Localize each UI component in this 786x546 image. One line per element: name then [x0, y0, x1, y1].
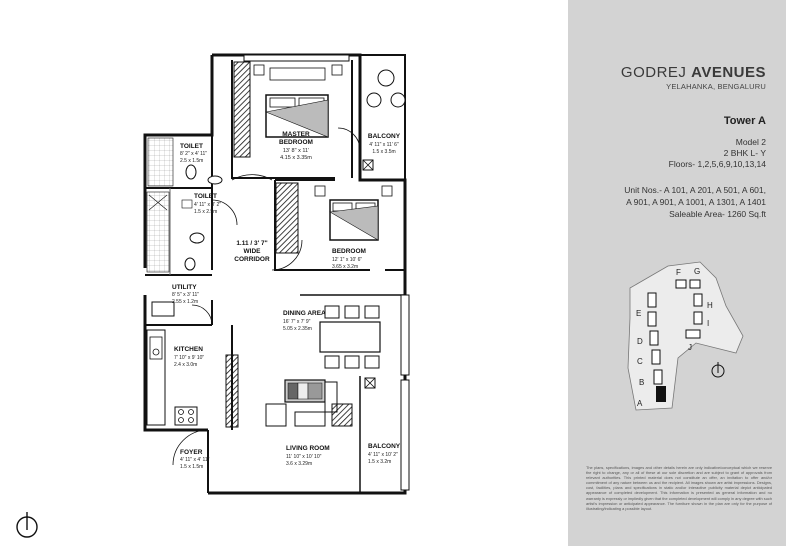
model-text: Model 2 — [735, 137, 766, 147]
toilet-2-dim-ft: 4' 11" x 8' 2" — [194, 202, 221, 208]
toilet-2-label: TOILET — [194, 193, 217, 200]
room-balcony-bottom: BALCONY 4' 11" x 10' 2" 1.5 x 3.2m — [368, 443, 401, 465]
master-bedroom-label: MASTER — [282, 131, 310, 138]
brand-logo: GODREJ AVENUES — [621, 64, 766, 81]
keyplan-north-icon — [711, 362, 725, 378]
wardrobes — [225, 61, 299, 428]
master-bedroom-dim-m: 4.15 x 3.35m — [280, 155, 312, 161]
room-toilet-1: TOILET 8' 2" x 4' 11" 2.5 x 1.5m — [180, 143, 207, 164]
corridor-label: CORRIDOR — [234, 256, 270, 263]
balcony-top-label: BALCONY — [368, 133, 401, 140]
north-arrow-icon — [16, 512, 38, 538]
room-toilet-2: TOILET 4' 11" x 8' 2" 1.5 x 2.5m — [194, 193, 221, 215]
foyer-dim-m: 1.5 x 1.5m — [180, 464, 203, 470]
tower-a-highlight — [656, 386, 666, 402]
toilet-fixtures — [146, 137, 223, 273]
toilet-1-dim-m: 2.5 x 1.5m — [180, 158, 203, 164]
balcony-bottom-dim-ft: 4' 11" x 10' 2" — [368, 452, 398, 458]
balcony-top-dim-ft: 4' 11" x 11' 6" — [369, 142, 399, 148]
room-bedroom: BEDROOM 12' 1" x 10' 6" 3.65 x 3.2m — [332, 248, 366, 270]
utility-dim-ft: 8' 5" x 3' 11" — [172, 292, 199, 298]
master-bed — [253, 64, 343, 138]
living-sofa — [265, 379, 353, 427]
room-master-bedroom: MASTER BEDROOM 13' 8" x 11' 4.15 x 3.35m — [279, 131, 313, 161]
foyer-dim-ft: 4' 11" x 4' 11" — [180, 457, 210, 463]
toilet-1-dim-ft: 8' 2" x 4' 11" — [180, 151, 207, 157]
bedroom-dim-m: 3.65 x 3.2m — [332, 264, 358, 270]
room-utility: UTILITY 8' 5" x 3' 11" 2.55 x 1.2m — [172, 284, 199, 305]
saleable-area: Saleable Area- 1260 Sq.ft — [669, 209, 766, 219]
walls — [143, 53, 410, 495]
living-dim-ft: 11' 10" x 10' 10" — [286, 454, 322, 460]
bhk-text: 2 BHK L- Y — [723, 148, 766, 158]
brand-name-light: GODREJ — [620, 64, 687, 81]
balcony-bottom-dim-m: 1.5 x 3.2m — [368, 459, 391, 465]
key-plan: A B C D E F G H I J — [627, 261, 744, 411]
keyplan-label-f: F — [676, 268, 681, 277]
corridor-width: 1.11 / 3' 7" — [236, 240, 267, 247]
corridor: 1.11 / 3' 7" WIDE CORRIDOR — [234, 240, 270, 263]
brand-location: YELAHANKA, BENGALURU — [666, 82, 766, 91]
master-bedroom-dim-ft: 13' 8" x 11' — [283, 148, 309, 154]
kitchen-dim-ft: 7' 10" x 9' 10" — [174, 355, 204, 361]
room-foyer: FOYER 4' 11" x 4' 11" 1.5 x 1.5m — [180, 449, 210, 470]
keyplan-tower-labels: A B C D E F G H I J — [636, 267, 713, 408]
disclaimer-text: The plans, specifications, images and ot… — [586, 465, 772, 511]
balcony-bottom-label: BALCONY — [368, 443, 401, 450]
keyplan-label-d: D — [637, 337, 643, 346]
keyplan-label-e: E — [636, 309, 641, 318]
keyplan-label-c: C — [637, 357, 643, 366]
balcony-top-dim-m: 1.5 x 3.5m — [372, 149, 395, 155]
keyplan-label-b: B — [639, 378, 644, 387]
brand-name-bold: AVENUES — [691, 64, 766, 81]
unit-numbers-1: Unit Nos.- A 101, A 201, A 501, A 601, — [624, 185, 766, 195]
dining-table — [319, 305, 381, 369]
keyplan-label-j: J — [688, 343, 692, 352]
living-dim-m: 3.6 x 3.29m — [286, 461, 312, 467]
room-dining: DINING AREA 16' 7" x 7' 9" 5.05 x 2.35m — [283, 310, 326, 332]
keyplan-label-h: H — [707, 301, 713, 310]
room-living: LIVING ROOM 11' 10" x 10' 10" 3.6 x 3.29… — [286, 445, 330, 467]
kitchen-label: KITCHEN — [174, 346, 203, 353]
utility-label: UTILITY — [172, 284, 197, 291]
kitchen-dim-m: 2.4 x 3.0m — [174, 362, 197, 368]
foyer-label: FOYER — [180, 449, 203, 456]
corridor-wide: WIDE — [244, 248, 262, 255]
bedroom-label: BEDROOM — [332, 248, 366, 255]
keyplan-label-i: I — [707, 319, 709, 328]
balcony-chairs — [362, 69, 406, 389]
unit-numbers-2: A 901, A 901, A 1001, A 1301, A 1401 — [626, 197, 766, 207]
living-label: LIVING ROOM — [286, 445, 330, 452]
keyplan-label-g: G — [694, 267, 700, 276]
toilet-1-label: TOILET — [180, 143, 203, 150]
room-kitchen: KITCHEN 7' 10" x 9' 10" 2.4 x 3.0m — [174, 346, 204, 368]
dining-label: DINING AREA — [283, 310, 326, 317]
floors-text: Floors- 1,2,5,6,9,10,13,14 — [668, 159, 766, 169]
info-panel: GODREJ AVENUES YELAHANKA, BENGALURU Towe… — [568, 0, 786, 546]
bedroom-dim-ft: 12' 1" x 10' 6" — [332, 257, 362, 263]
master-bedroom-label-2: BEDROOM — [279, 139, 313, 146]
dining-dim-m: 5.05 x 2.35m — [283, 326, 312, 332]
floor-plan: MASTER BEDROOM 13' 8" x 11' 4.15 x 3.35m… — [16, 53, 410, 538]
keyplan-label-a: A — [637, 399, 643, 408]
dining-dim-ft: 16' 7" x 7' 9" — [283, 319, 311, 325]
utility-dim-m: 2.55 x 1.2m — [172, 299, 198, 305]
toilet-2-dim-m: 1.5 x 2.5m — [194, 209, 217, 215]
kitchen-fixtures — [146, 301, 198, 426]
tower-title: Tower A — [723, 115, 766, 127]
second-bed — [314, 185, 393, 241]
room-balcony-top: BALCONY 4' 11" x 11' 6" 1.5 x 3.5m — [368, 133, 401, 155]
